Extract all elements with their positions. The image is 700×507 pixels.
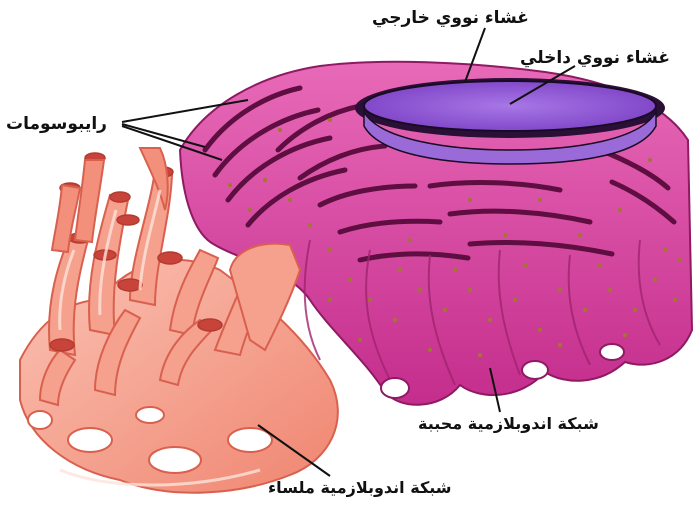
label-smooth-er: شبكة اندوبلازمية ملساء (268, 480, 452, 496)
inner-nuclear-membrane-shape (364, 81, 656, 131)
label-ribosomes: رايبوسومات (6, 116, 107, 133)
label-rough-er: شبكة اندوبلازمية محببة (418, 416, 599, 432)
label-inner-nuclear-membrane: غشاء نووي داخلي (520, 50, 670, 67)
nucleus (355, 78, 665, 164)
label-outer-nuclear-membrane: غشاء نووي خارجي (372, 10, 529, 27)
